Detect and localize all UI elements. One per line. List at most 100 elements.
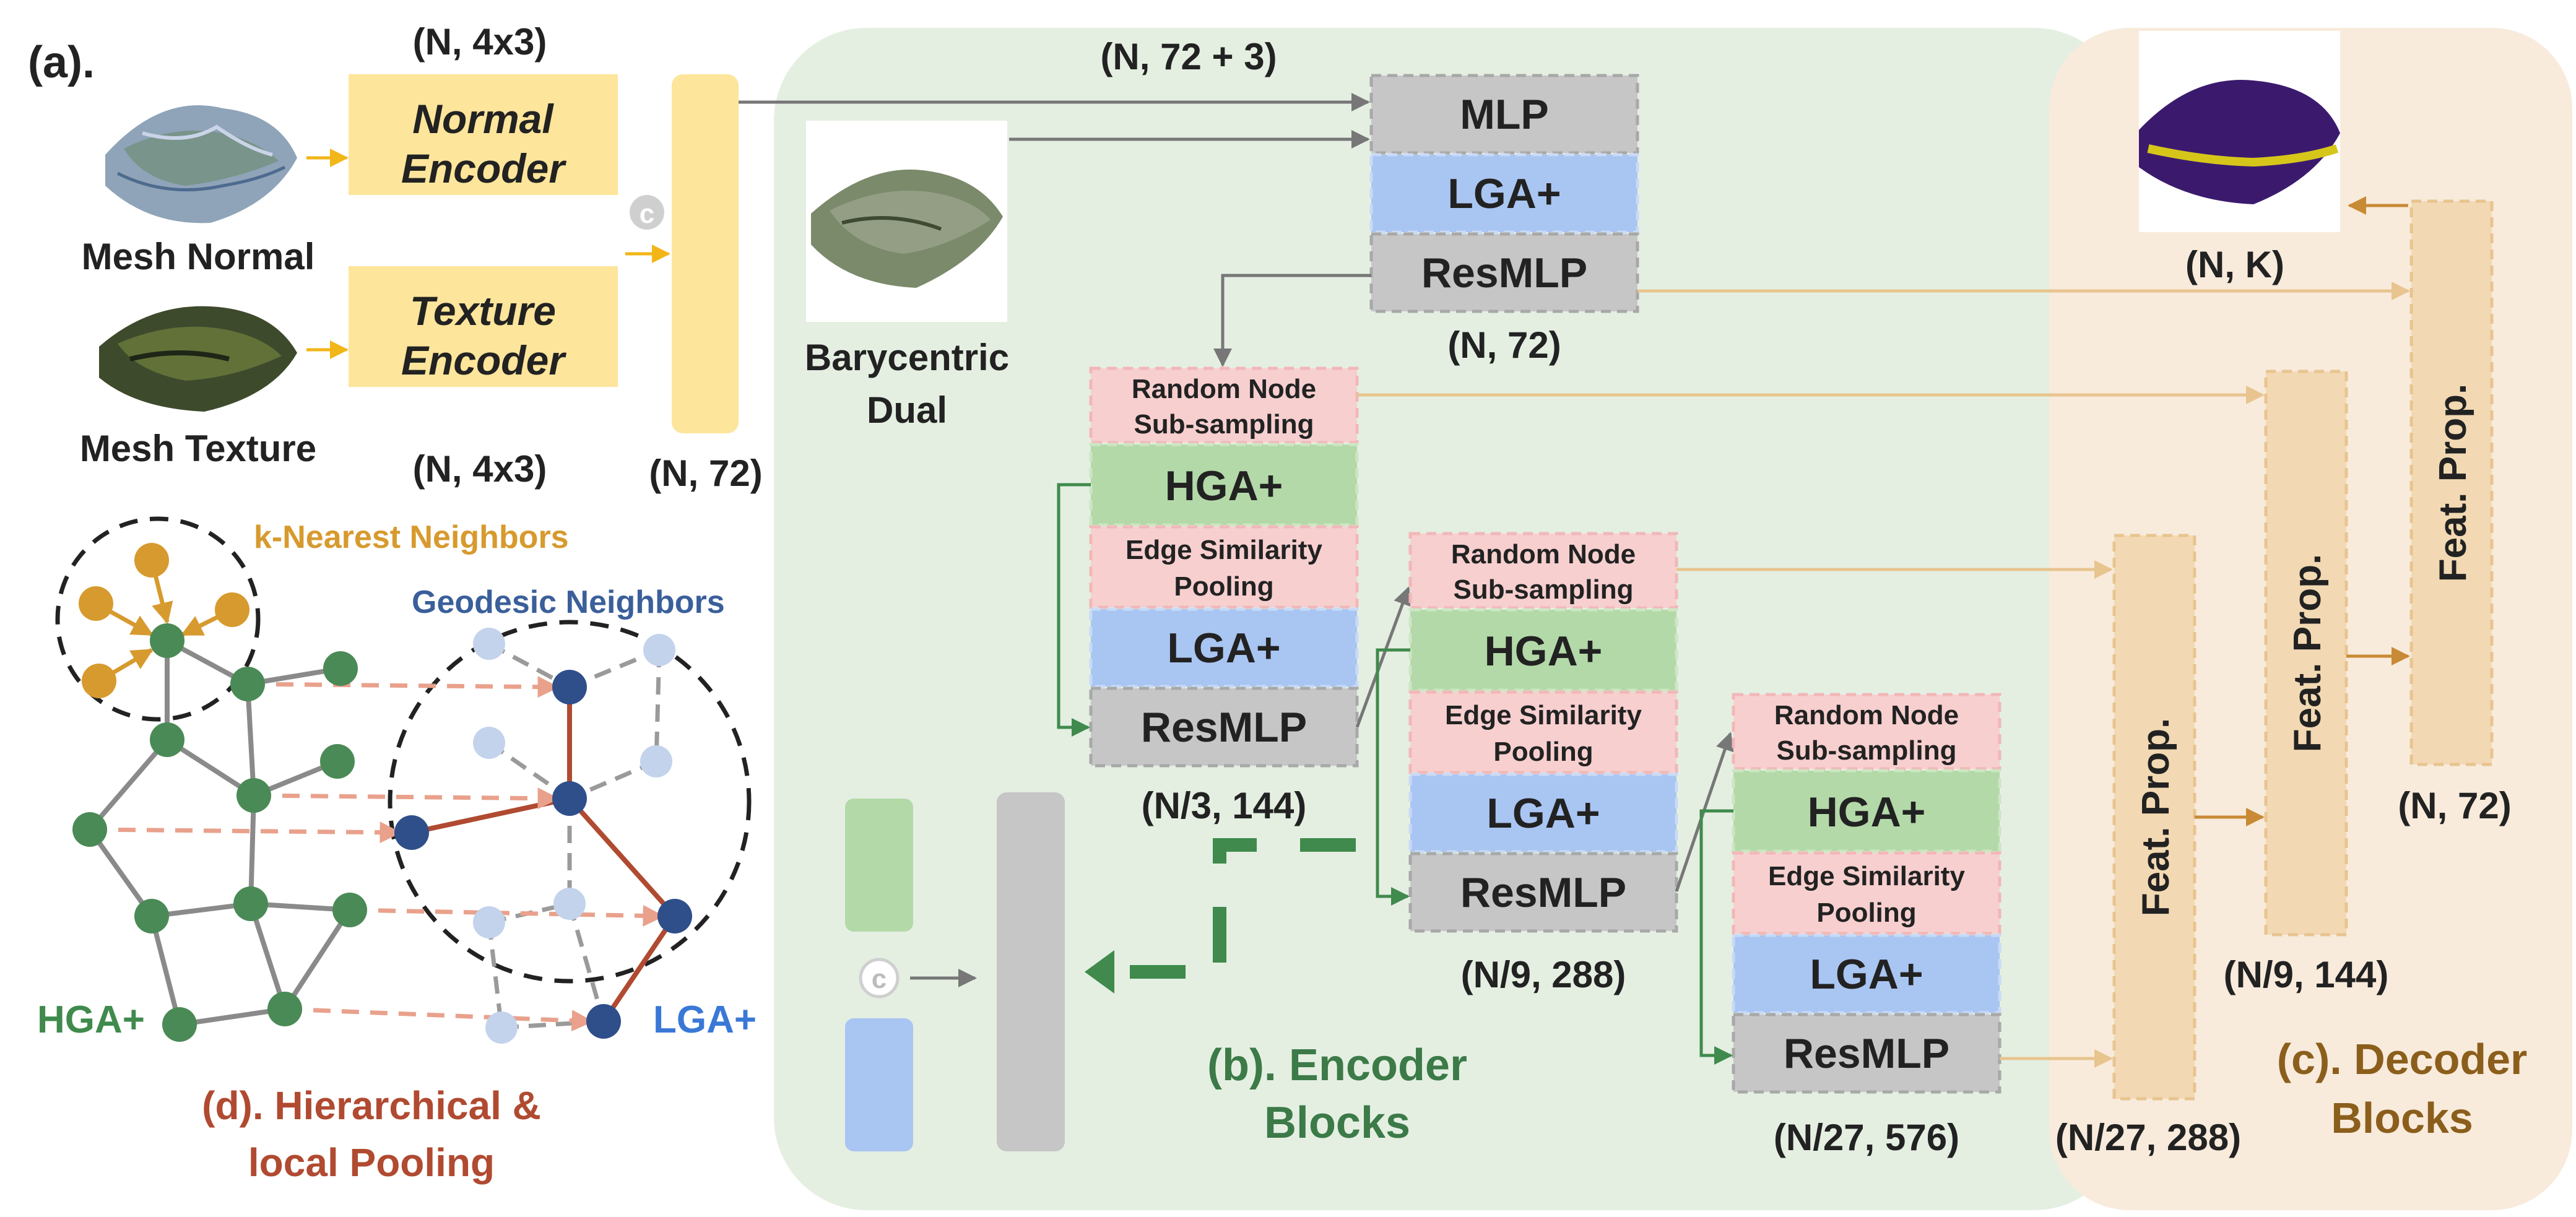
mesh-texture-label: Mesh Texture [80, 428, 316, 469]
skip-arrow-2 [1376, 648, 1410, 906]
dim-level-3: (N/27, 576) [1774, 1117, 1959, 1158]
decoder-title-2: Blocks [2331, 1094, 2473, 1142]
normal-encoder-label-1: Normal [412, 96, 554, 142]
lga-light-nodes [473, 628, 675, 1044]
hga-label-2: HGA+ [1485, 628, 1603, 675]
mlp-box-0 [1369, 74, 1639, 155]
rns-label-1b: Sub-sampling [1134, 409, 1314, 440]
output-dim: (N, K) [2185, 244, 2284, 285]
barycentric-label-2: Dual [867, 389, 947, 431]
dim-level-0: (N, 72) [1447, 324, 1561, 366]
lga-label-1: LGA+ [1167, 625, 1280, 672]
rns-label-3b: Sub-sampling [1777, 735, 1957, 766]
legend-concat-icon [859, 958, 900, 998]
esp-box-3 [1732, 851, 2001, 935]
texture-encoder-label-1: Texture [410, 288, 556, 334]
normal-encoder-box [349, 74, 618, 195]
lga-graph-red-edges [411, 687, 677, 1023]
fusion-arrowhead [1085, 950, 1114, 994]
decoder-dim-mid: (N/9, 144) [2224, 954, 2389, 995]
normal-encoder-label-2: Encoder [401, 145, 566, 191]
correspondence-arrows [89, 676, 665, 1032]
legend-lga-bar [845, 1018, 913, 1151]
concat-dim: (N, 72) [649, 453, 762, 494]
barycentric-dual-image [811, 169, 1003, 288]
mesh-texture-image [99, 306, 297, 412]
esp-label-3a: Edge Similarity [1768, 861, 1965, 891]
block-1: Random Node Sub-sampling HGA+ Edge Simil… [1089, 366, 1359, 768]
rns-label-3a: Random Node [1774, 700, 1959, 730]
knn-label: k-Nearest Neighbors [254, 519, 569, 555]
lga-label-0: LGA+ [1447, 170, 1561, 217]
esp-label-2b: Pooling [1493, 737, 1593, 767]
feat-prop-bar-top [2409, 199, 2494, 766]
rns-box-1 [1089, 366, 1359, 444]
skip-arrow-1 [1057, 483, 1091, 737]
lga-legend-label: LGA+ [653, 998, 757, 1041]
lga-box-1 [1089, 607, 1359, 688]
esp-label-1b: Pooling [1174, 571, 1273, 602]
rns-box-3 [1732, 693, 2001, 771]
mlp-label-0: MLP [1460, 91, 1549, 138]
resmlp-box-1 [1089, 686, 1359, 768]
hga-legend-label: HGA+ [37, 998, 145, 1041]
lga-dark-nodes [394, 670, 692, 1039]
texture-encoder-label-2: Encoder [401, 337, 566, 383]
panel-d-title-1: (d). Hierarchical & [202, 1083, 541, 1128]
normal-encoder-dim: (N, 4x3) [413, 21, 547, 63]
panel-d-title-2: local Pooling [248, 1140, 495, 1185]
feat-prop-label-low: Feat. Prop. [2135, 718, 2177, 916]
mesh-normal-image [105, 105, 297, 223]
encoder-title-1: (b). Encoder [1207, 1041, 1467, 1090]
panel-a-tag: (a). [28, 38, 95, 87]
hga-nodes [72, 623, 367, 1042]
block-3: Random Node Sub-sampling HGA+ Edge Simil… [1732, 693, 2001, 1094]
hga-label-1: HGA+ [1165, 462, 1283, 509]
feat-prop-bar-mid [2264, 370, 2348, 937]
esp-label-1a: Edge Similarity [1125, 535, 1322, 565]
block-2: Random Node Sub-sampling HGA+ Edge Simil… [1408, 532, 1678, 933]
skip-arrow-3 [1699, 809, 1733, 1065]
hga-box-2 [1408, 608, 1678, 692]
resmlp-box-2 [1408, 852, 1678, 933]
legend-concat-symbol: c [872, 964, 887, 994]
resmlp-label-3: ResMLP [1784, 1030, 1949, 1077]
feat-prop-label-top: Feat. Prop. [2432, 384, 2474, 582]
lga-label-3: LGA+ [1810, 951, 1923, 998]
hga-box-1 [1089, 443, 1359, 527]
block-0: MLP LGA+ ResMLP [1369, 74, 1639, 313]
mesh-normal-label: Mesh Normal [82, 236, 315, 277]
rns-label-1a: Random Node [1132, 374, 1316, 404]
feat-prop-label-mid: Feat. Prop. [2286, 554, 2329, 752]
lga-box-2 [1408, 773, 1678, 854]
concat-symbol: c [640, 199, 654, 229]
resmlp-label-0: ResMLP [1421, 249, 1587, 297]
esp-box-2 [1408, 690, 1678, 774]
lga-label-2: LGA+ [1486, 790, 1600, 837]
texture-encoder-box [349, 266, 618, 387]
dim-level-2: (N/9, 288) [1461, 954, 1626, 995]
esp-box-1 [1089, 525, 1359, 609]
esp-label-3b: Pooling [1816, 898, 1916, 928]
texture-encoder-dim: (N, 4x3) [413, 448, 547, 490]
level1-to-level2-arrow [1355, 586, 1412, 728]
resmlp-box-3 [1732, 1013, 2001, 1094]
knn-circle [55, 516, 261, 722]
level0-to-level1-arrow [1213, 274, 1371, 367]
rns-label-2a: Random Node [1451, 539, 1636, 570]
legend-hga-bar [845, 799, 913, 932]
dim-level-1: (N/3, 144) [1142, 785, 1307, 826]
esp-label-2a: Edge Similarity [1445, 700, 1642, 730]
decoder-dim-top: (N, 72) [2398, 785, 2511, 826]
encoder-title-2: Blocks [1264, 1098, 1410, 1148]
fusion-dashed-path [1090, 838, 1356, 979]
resmlp-box-0 [1369, 232, 1639, 313]
decoder-title-1: (c). Decoder [2277, 1035, 2528, 1083]
rns-box-2 [1408, 532, 1678, 610]
knn-nodes [79, 543, 249, 698]
concat-feature-bar [672, 74, 739, 433]
geodesic-label: Geodesic Neighbors [412, 584, 725, 620]
top-dim: (N, 72 + 3) [1100, 36, 1277, 77]
lga-box-3 [1732, 933, 2001, 1015]
